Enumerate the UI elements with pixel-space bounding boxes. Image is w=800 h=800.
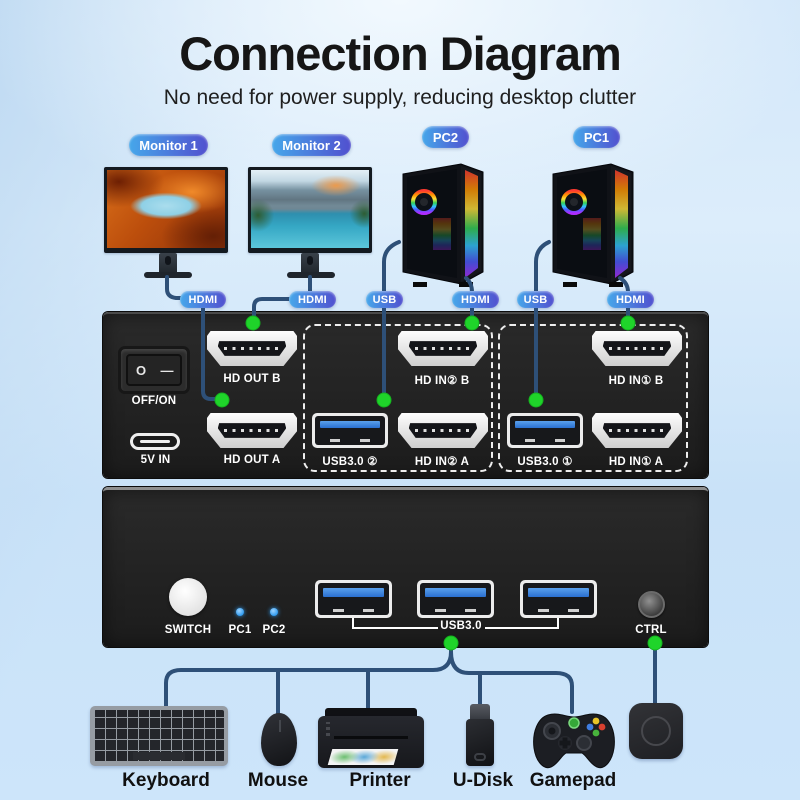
power-off-symbol: O — [135, 362, 147, 378]
hdmi-port-hd-in2-b — [398, 331, 488, 366]
hd-in1-b-label: HD IN① B — [608, 375, 664, 387]
front-usb-port-2 — [417, 580, 494, 618]
monitor-2-image — [248, 167, 372, 253]
usb-hub-label: USB3.0 — [440, 620, 482, 632]
hd-in2-b-label: HD IN② B — [414, 375, 470, 387]
ctrl-label: CTRL — [635, 624, 667, 636]
hdmi-port-hd-out-a — [207, 413, 297, 448]
usb-port-1 — [507, 413, 583, 448]
badge-pc1: PC1 — [573, 126, 620, 148]
usb-2-label: USB3.0 ② — [322, 456, 378, 468]
udisk-icon — [462, 704, 498, 766]
cable-usb-hub-right — [449, 650, 574, 714]
badge-usb-pc1: USB — [517, 291, 554, 308]
dc-in-label: 5V IN — [140, 454, 171, 466]
pc2-port-group — [303, 324, 493, 472]
page-subtitle: No need for power supply, reducing deskt… — [163, 86, 637, 109]
hd-in2-a-label: HD IN② A — [414, 456, 470, 468]
pc1-port-group — [498, 324, 688, 472]
monitor-1-screen — [107, 170, 225, 248]
badge-pc2: PC2 — [422, 126, 469, 148]
monitor-1-image — [104, 167, 228, 253]
hd-out-a-label: HD OUT A — [223, 454, 281, 466]
monitor-2-screen — [251, 170, 369, 248]
keyboard-label: Keyboard — [122, 770, 210, 791]
pc1-led-label: PC1 — [228, 624, 252, 636]
printer-label: Printer — [349, 770, 411, 791]
usb-bracket-line — [557, 618, 559, 629]
front-usb-port-1 — [315, 580, 392, 618]
power-switch: O — — [118, 346, 190, 394]
mouse-icon — [261, 713, 297, 766]
hdmi-port-hd-out-b — [207, 331, 297, 366]
badge-usb-pc2: USB — [366, 291, 403, 308]
usb-bracket-line — [352, 618, 354, 629]
printer-icon — [318, 708, 424, 768]
switch-label: SWITCH — [164, 624, 212, 636]
badge-monitor-2: Monitor 2 — [272, 134, 351, 156]
kvm-front-panel: SWITCH PC1 PC2 USB3.0 CTRL — [103, 487, 708, 647]
switch-button — [169, 578, 207, 616]
badge-monitor-1: Monitor 1 — [129, 134, 208, 156]
badge-hdmi-pc1: HDMI — [607, 291, 654, 308]
mouse-label: Mouse — [247, 770, 309, 791]
usb-1-label: USB3.0 ① — [517, 456, 573, 468]
gamepad-label: Gamepad — [529, 770, 617, 791]
front-usb-port-3 — [520, 580, 597, 618]
pc2-led-label: PC2 — [262, 624, 286, 636]
pc1-led — [236, 608, 244, 616]
pc1-tower-image — [543, 160, 647, 288]
gamepad-icon — [532, 710, 616, 770]
page-title: Connection Diagram — [179, 27, 622, 80]
usb-bracket-line — [485, 627, 559, 629]
hdmi-port-hd-in2-a — [398, 413, 488, 448]
hdmi-port-hd-in1-b — [592, 331, 682, 366]
power-on-symbol: — — [160, 362, 174, 378]
kvm-rear-panel: O — OFF/ON 5V IN HD OUT B HD OUT A USB3.… — [103, 312, 708, 478]
badge-hdmi-pc2: HDMI — [452, 291, 499, 308]
badge-hdmi-monitor2: HDMI — [289, 291, 336, 308]
usb-bracket-line — [352, 627, 438, 629]
power-switch-label: OFF/ON — [131, 395, 177, 407]
ctrl-remote-icon — [629, 703, 683, 759]
usbc-port-icon — [130, 433, 180, 450]
cable-usb-hub-left — [164, 641, 453, 710]
pc2-tower-image — [393, 160, 497, 288]
udisk-label: U-Disk — [452, 770, 514, 791]
hd-in1-a-label: HD IN① A — [608, 456, 664, 468]
pc2-led — [270, 608, 278, 616]
monitor-2-stand — [301, 253, 319, 274]
hdmi-port-hd-in1-a — [592, 413, 682, 448]
badge-hdmi-monitor1: HDMI — [180, 291, 226, 308]
keyboard-icon — [90, 706, 228, 766]
monitor-1-base — [144, 272, 192, 278]
monitor-1-stand — [159, 253, 177, 274]
usb-port-2 — [312, 413, 388, 448]
ctrl-button — [638, 591, 665, 618]
monitor-2-base — [287, 272, 335, 278]
hd-out-b-label: HD OUT B — [223, 373, 281, 385]
